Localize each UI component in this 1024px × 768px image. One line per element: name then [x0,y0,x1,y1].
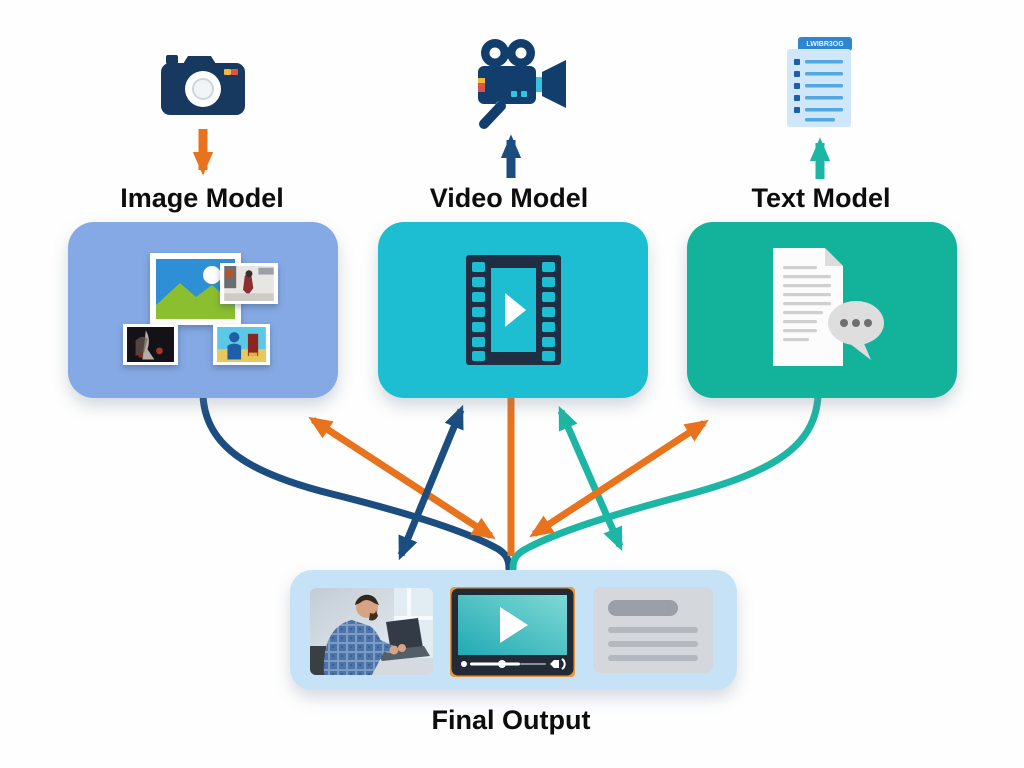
graphic-cartoon-scene [213,324,270,365]
text-snippet [593,587,713,673]
image-final-double-arrow [308,416,496,540]
photo-street-scene [220,263,278,304]
play-icon [500,607,528,643]
snippet-line [608,641,698,647]
document-list-icon: LWIBR3OG [787,37,852,127]
video-camera-icon [478,39,566,129]
snippet-line [608,655,698,661]
photo-thumbnail [310,588,433,675]
text-final-double-arrow [529,419,709,538]
text-model-box [687,222,957,398]
snippet-line [608,627,698,633]
image-model-label: Image Model [120,183,284,213]
text-model-label: Text Model [751,183,891,213]
volume-icon [550,660,559,668]
film-strip-icon [466,255,561,365]
play-icon [505,293,526,327]
camera-icon [161,55,245,115]
video-model-box [378,222,648,398]
final-output-label: Final Output [431,705,591,735]
document-tab-text: LWIBR3OG [806,41,844,48]
image-model-box [68,222,338,398]
video-player-thumbnail [450,587,575,677]
video-final-double-arrow-navy [397,404,465,561]
photo-dark-scene [123,324,178,365]
snippet-heading-bar [608,600,678,616]
chat-dots [840,319,872,327]
final-output-box [290,570,737,690]
image-to-final-curve [199,392,513,573]
document-chat-icon [773,248,884,366]
text-to-final-curve [509,392,822,573]
video-model-label: Video Model [429,183,589,213]
